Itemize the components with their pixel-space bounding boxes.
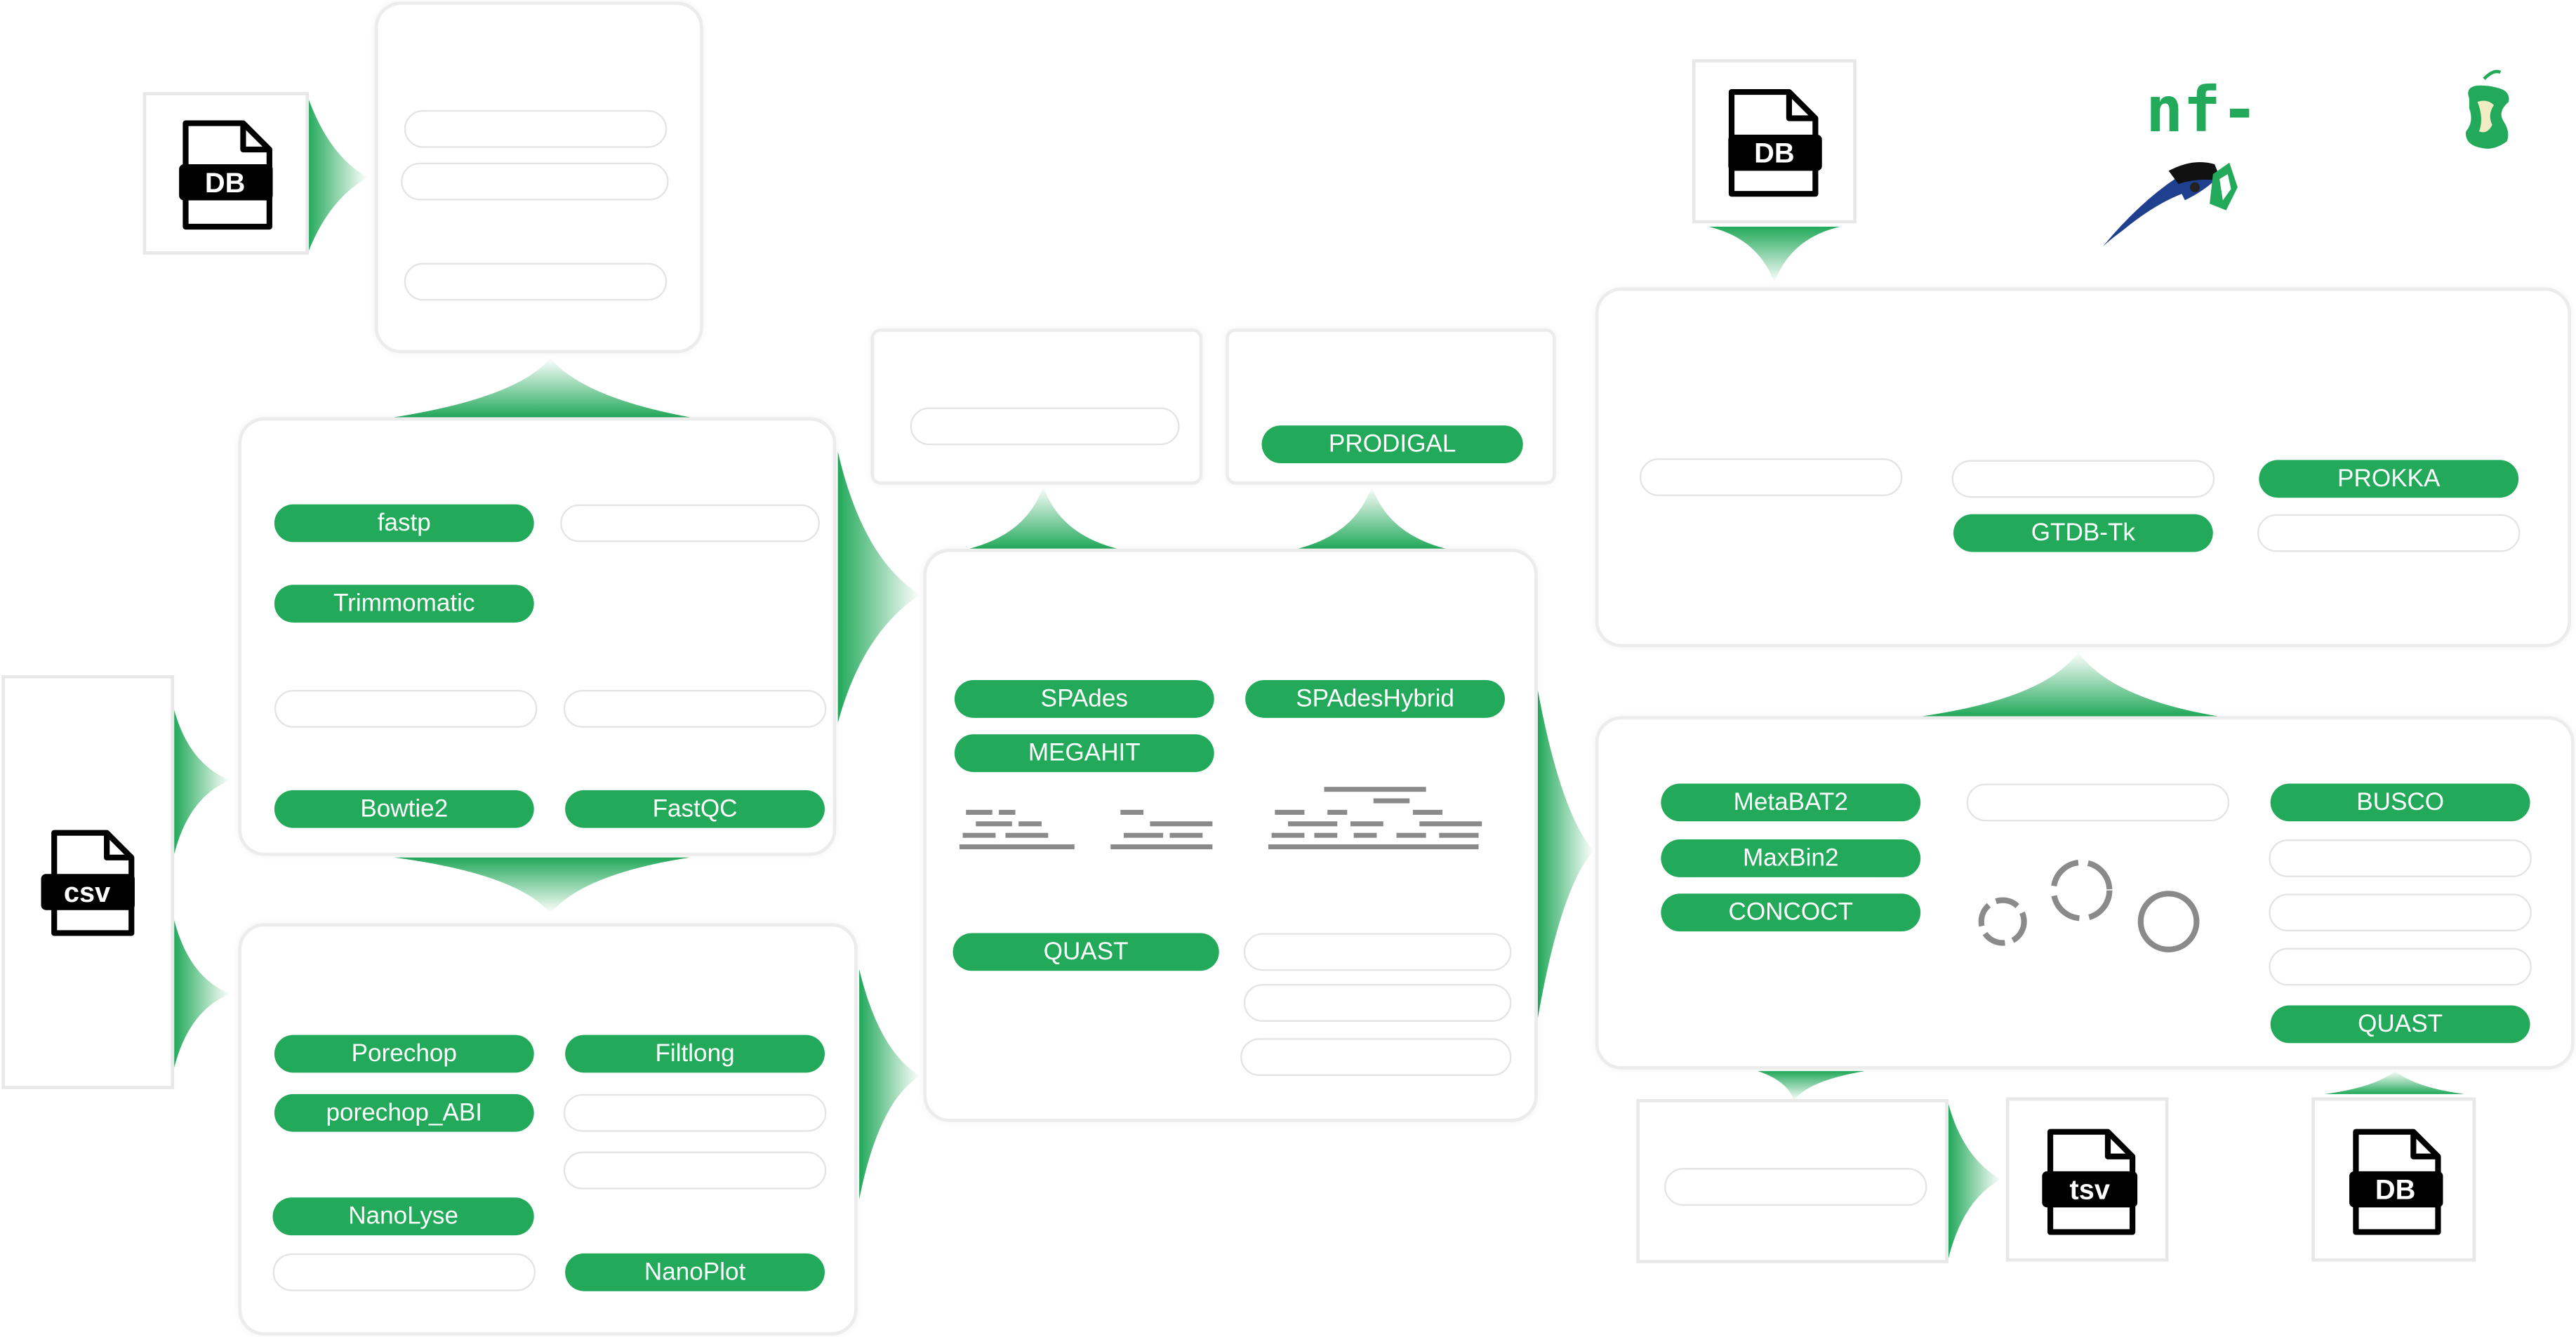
placeholder-pill <box>1639 458 1903 496</box>
bowtie2-pill: Bowtie2 <box>274 790 534 828</box>
host-removal-box <box>374 1 703 354</box>
gtdbtk-pill: GTDB-Tk <box>1953 514 2213 552</box>
db-file-box-bottom-right: DB <box>2311 1097 2476 1262</box>
bin-circles-icon <box>1978 859 2200 952</box>
placeholder-pill <box>272 1253 536 1291</box>
placeholder-pill <box>1966 783 2230 822</box>
placeholder-pill <box>1240 1038 1512 1077</box>
arrow-db-to-busco <box>2324 1071 2464 1094</box>
svg-text:DB: DB <box>1754 138 1794 169</box>
placeholder-pill <box>401 162 669 201</box>
db-file-icon: DB <box>179 120 273 230</box>
placeholder-pill <box>560 504 820 543</box>
long-read-qc-box: Porechop Filtlong porechop_ABI NanoLyse … <box>238 923 858 1336</box>
placeholder-pill <box>2257 514 2521 552</box>
arrow-host-removal-to-short-qc <box>394 358 691 418</box>
arrow-long-qc-to-assembly <box>859 969 920 1199</box>
db-file-icon: DB <box>2349 1129 2443 1235</box>
annotation-box: PROKKA GTDB-Tk <box>1595 287 2572 648</box>
arrow-short-qc-to-assembly <box>837 451 920 723</box>
svg-text:tsv: tsv <box>2069 1175 2110 1206</box>
quast-pill: QUAST <box>2270 1005 2530 1044</box>
megahit-pill: MEGAHIT <box>954 734 1214 773</box>
prediction-box-right: PRODIGAL <box>1226 328 1556 485</box>
short-read-qc-box: fastp Trimmomatic Bowtie2 FastQC <box>238 417 837 856</box>
placeholder-pill <box>404 109 668 148</box>
maxbin2-pill: MaxBin2 <box>1661 839 1921 877</box>
placeholder-pill <box>404 262 668 301</box>
nanolyse-pill: NanoLyse <box>272 1197 534 1236</box>
db-file-box-top-right: DB <box>1692 59 1857 224</box>
arrow-assembly-to-prediction-left <box>969 486 1117 549</box>
metabat2-pill: MetaBAT2 <box>1661 783 1921 822</box>
placeholder-pill <box>2269 947 2532 986</box>
prodigal-pill: PRODIGAL <box>1261 425 1523 464</box>
nf-core-logo: nf- <box>2145 74 2259 147</box>
arrow-assembly-to-prediction-right <box>1298 486 1446 549</box>
nanoplot-pill: NanoPlot <box>565 1253 825 1291</box>
csv-file-box: csv <box>1 674 175 1089</box>
busco-pill: BUSCO <box>2270 783 2530 822</box>
spades-pill: SPAdes <box>954 680 1214 718</box>
svg-text:csv: csv <box>64 877 110 908</box>
placeholder-pill <box>563 1093 827 1132</box>
placeholder-pill <box>1243 984 1512 1022</box>
tsv-file-box: tsv <box>2005 1097 2169 1262</box>
prediction-box-left <box>870 328 1203 485</box>
concoct-pill: CONCOCT <box>1661 893 1921 932</box>
svg-text:DB: DB <box>2375 1175 2415 1206</box>
spadeshybrid-pill: SPAdesHybrid <box>1245 680 1505 718</box>
placeholder-pill <box>274 690 538 728</box>
quast-pill: QUAST <box>952 933 1219 971</box>
arrow-binning-to-annotation <box>1922 652 2218 717</box>
arrow-csv-to-short-qc <box>174 710 230 855</box>
porechop-pill: Porechop <box>274 1035 534 1073</box>
trimmomatic-pill: Trimmomatic <box>274 585 534 623</box>
filtlong-pill: Filtlong <box>565 1035 825 1073</box>
db-file-box: DB <box>142 92 310 255</box>
arrow-db-to-annotation <box>1708 227 1840 283</box>
alignment-reads-icon <box>959 787 1482 850</box>
arrow-binning-to-taxonomy <box>1758 1071 1865 1101</box>
svg-text:DB: DB <box>205 168 245 199</box>
fastp-pill: fastp <box>274 504 534 543</box>
porechop-abi-pill: porechop_ABI <box>274 1093 534 1132</box>
placeholder-pill <box>563 1151 827 1190</box>
tsv-file-icon: tsv <box>2042 1129 2138 1235</box>
arrow-assembly-to-binning <box>1537 690 1594 1019</box>
binning-box: MetaBAT2 BUSCO MaxBin2 CONCOCT QUAST <box>1595 716 2575 1070</box>
assembly-box: SPAdes SPAdesHybrid MEGAHIT QUAST <box>923 548 1538 1122</box>
arrow-db-to-host-removal <box>307 95 369 255</box>
placeholder-pill <box>1664 1168 1927 1206</box>
placeholder-pill <box>1951 460 2215 498</box>
csv-file-icon: csv <box>41 830 135 936</box>
placeholder-pill <box>2269 839 2532 877</box>
arrow-csv-to-long-qc <box>174 919 230 1068</box>
placeholder-pill <box>910 407 1180 446</box>
placeholder-pill <box>1243 933 1512 971</box>
fastqc-pill: FastQC <box>565 790 825 828</box>
arrow-taxonomy-to-tsv <box>1948 1103 2001 1258</box>
db-file-icon: DB <box>1728 88 1822 197</box>
arrow-short-to-long-qc <box>394 857 691 914</box>
prokka-pill: PROKKA <box>2259 460 2519 498</box>
taxonomy-output-box <box>1636 1098 1948 1263</box>
placeholder-pill <box>563 690 827 728</box>
placeholder-pill <box>2269 893 2532 932</box>
